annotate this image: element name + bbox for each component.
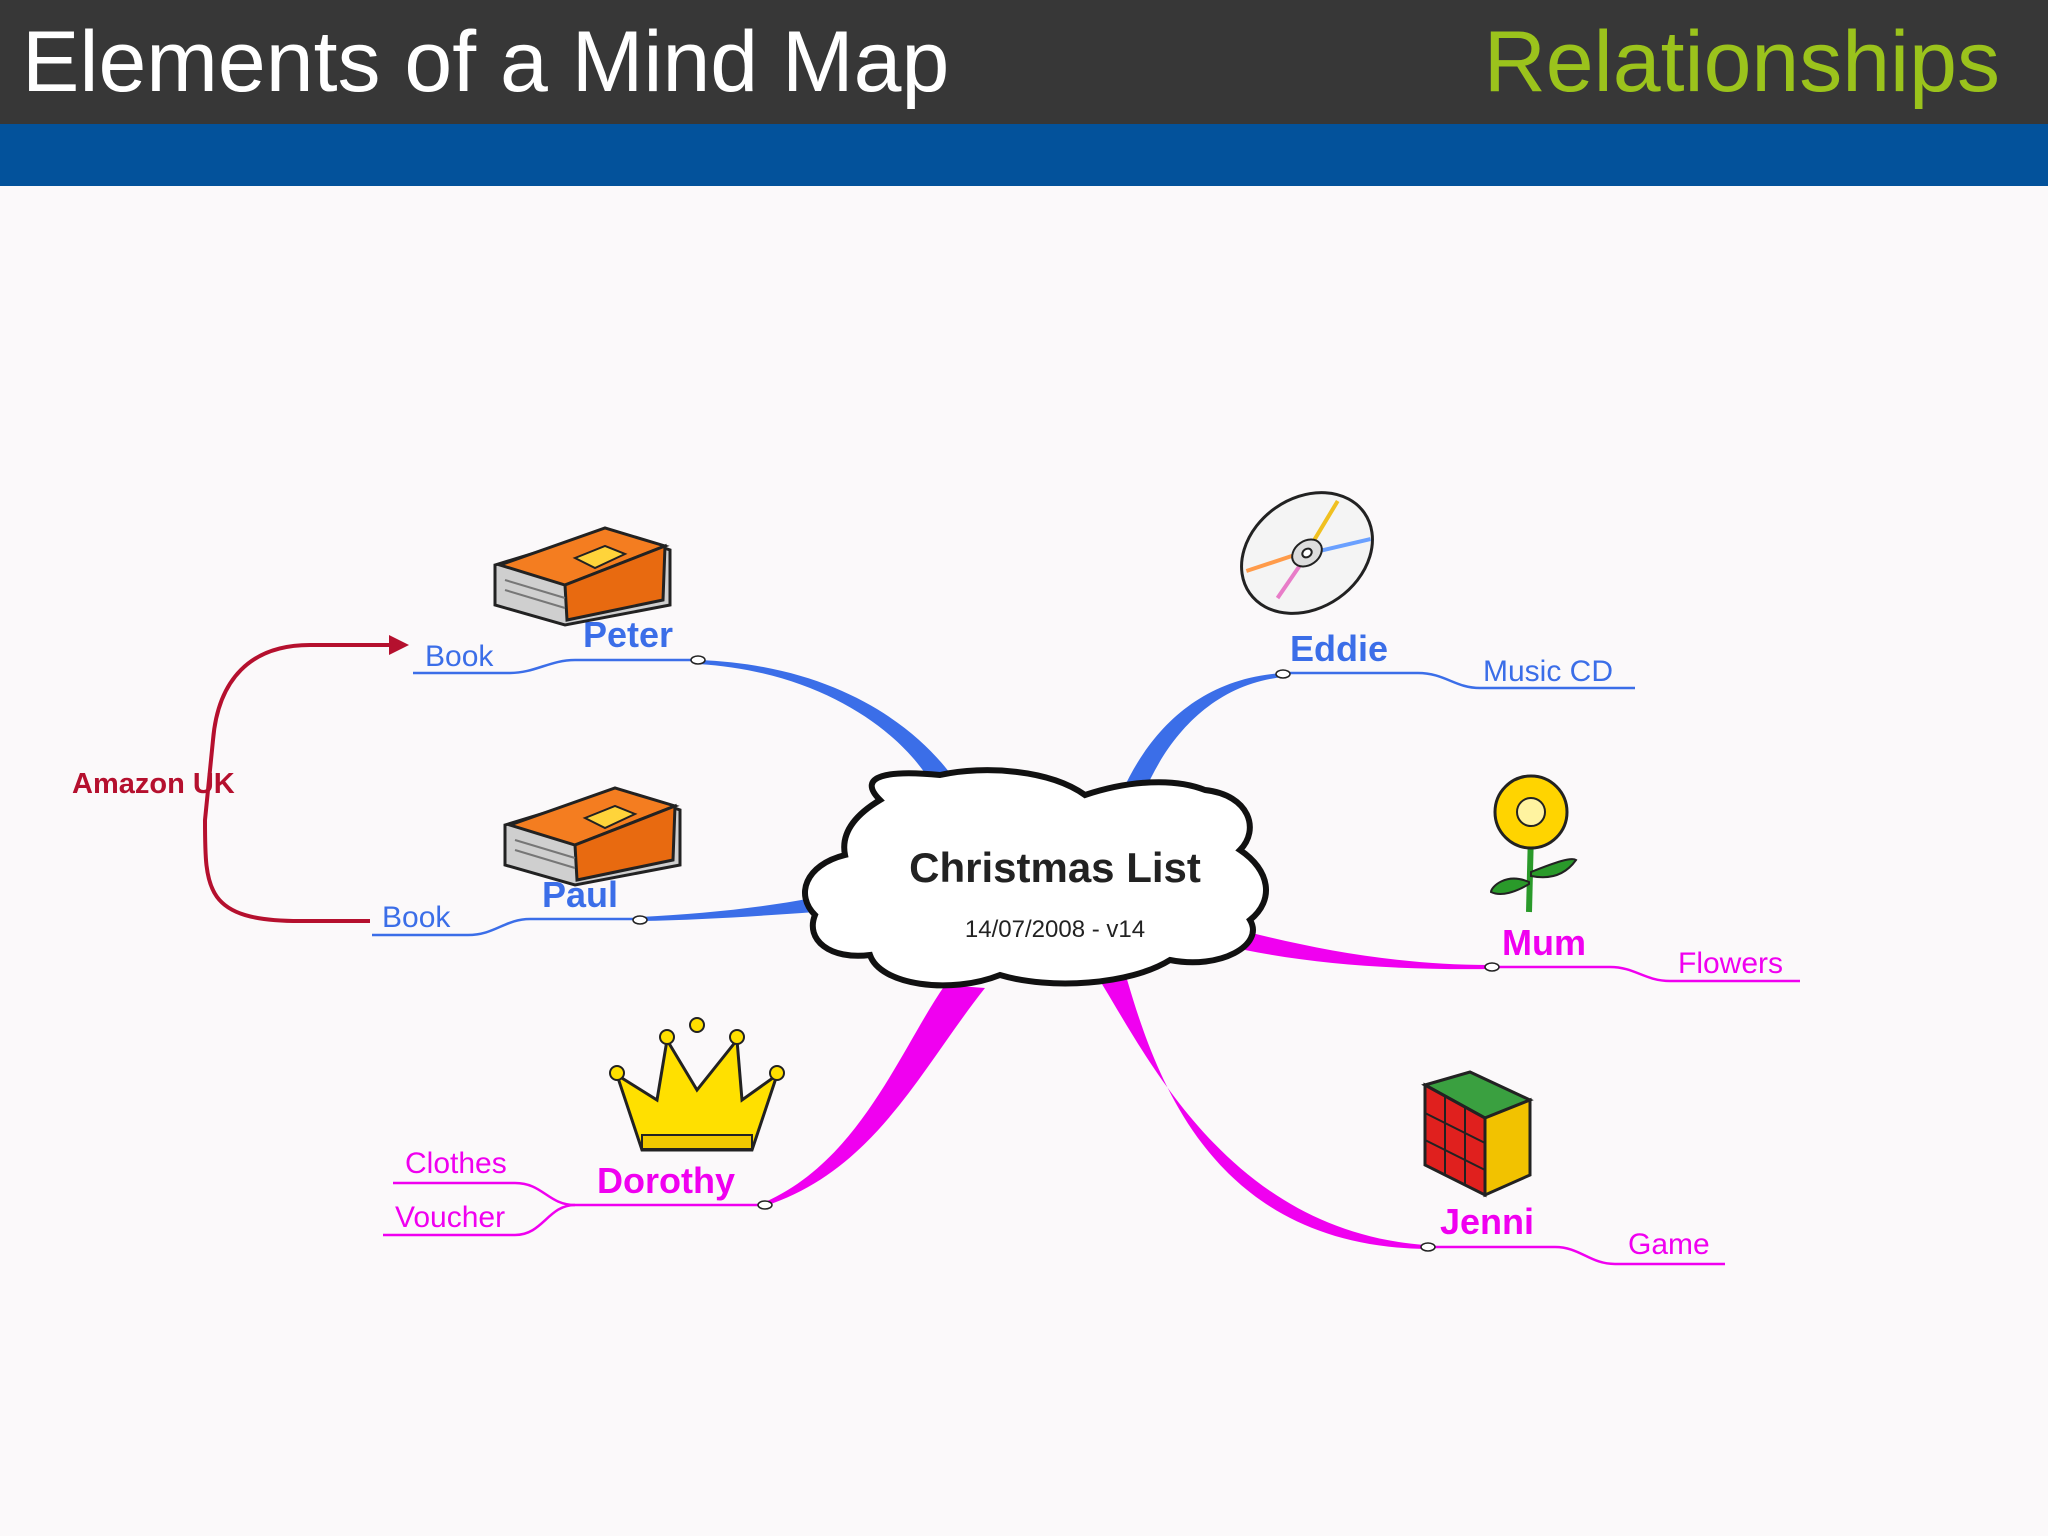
underline-dorothy-voucher	[383, 1203, 576, 1237]
slide-title: Elements of a Mind Map	[22, 14, 950, 110]
relationship-arrow[interactable]	[202, 635, 409, 923]
subtopic-jenni-game[interactable]: Game	[1628, 1228, 1710, 1261]
crown-icon	[609, 1017, 785, 1152]
central-subtitle: 14/07/2008 - v14	[965, 916, 1145, 943]
subtopic-peter-book[interactable]: Book	[425, 640, 494, 673]
rubiks-cube-icon	[1421, 1070, 1534, 1198]
underline-peter	[413, 658, 698, 675]
relationship-label[interactable]: Amazon UK	[72, 768, 235, 800]
knob-paul[interactable]	[632, 915, 648, 925]
topic-peter[interactable]: Peter	[583, 614, 673, 655]
topic-dorothy[interactable]: Dorothy	[597, 1160, 735, 1201]
underline-mum	[1490, 965, 1800, 983]
accent-bar	[0, 124, 2048, 186]
underline-paul	[372, 917, 640, 937]
section-title: Relationships	[1483, 14, 2000, 110]
subtopic-dorothy-voucher[interactable]: Voucher	[395, 1201, 505, 1234]
subtopic-mum-flowers[interactable]: Flowers	[1678, 947, 1783, 980]
underline-eddie	[1283, 671, 1635, 690]
knob-mum[interactable]	[1484, 962, 1500, 972]
central-title: Christmas List	[909, 844, 1201, 891]
book-icon	[503, 786, 682, 887]
subtopic-paul-book[interactable]: Book	[382, 901, 451, 934]
underline-jenni	[1425, 1245, 1725, 1266]
knob-eddie[interactable]	[1275, 669, 1291, 679]
title-bar: Elements of a Mind Map Relationships	[0, 0, 2048, 124]
book-icon	[493, 526, 672, 627]
knob-peter[interactable]	[690, 655, 706, 665]
knob-jenni[interactable]	[1420, 1242, 1436, 1252]
subtopic-dorothy-clothes[interactable]: Clothes	[405, 1147, 507, 1180]
subtopic-eddie-music-cd[interactable]: Music CD	[1483, 655, 1613, 688]
central-cloud[interactable]	[802, 767, 1269, 989]
topic-eddie[interactable]: Eddie	[1290, 628, 1388, 669]
topic-jenni[interactable]: Jenni	[1440, 1201, 1534, 1242]
branch-mum	[1245, 932, 1490, 970]
topic-mum[interactable]: Mum	[1502, 922, 1586, 963]
branch-eddie	[1122, 673, 1283, 798]
branch-paul	[640, 898, 815, 921]
branch-dorothy	[765, 985, 985, 1206]
cd-icon	[1240, 491, 1374, 615]
knob-dorothy[interactable]	[757, 1200, 773, 1210]
branch-jenni	[1090, 955, 1425, 1249]
flower-icon	[1489, 774, 1578, 913]
